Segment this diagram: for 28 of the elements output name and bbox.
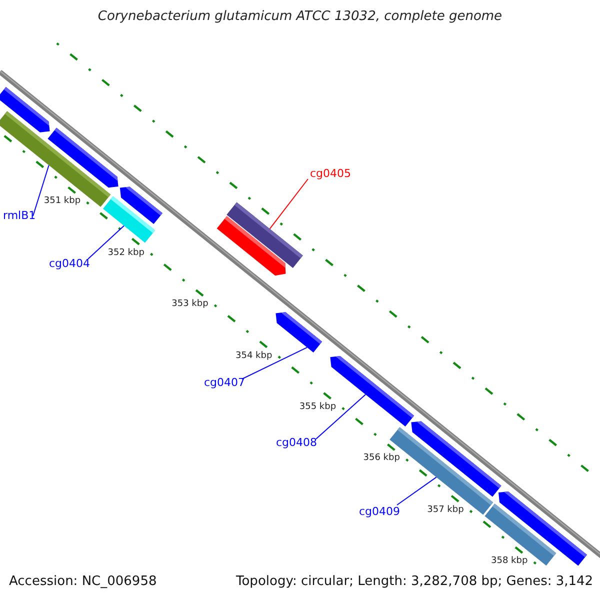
genome-info-text: Topology: circular; Length: 3,282,708 bp; Genes: 3,142 — [236, 574, 594, 590]
gene-label: cg0409 — [359, 505, 400, 518]
scale-label: 358 kbp — [491, 556, 528, 568]
scale-label: 352 kbp — [108, 248, 144, 259]
gene-label: cg0405 — [310, 167, 352, 180]
gene-feature — [276, 312, 322, 352]
gene-feature — [48, 128, 118, 188]
gene-label: rmlB1 — [3, 209, 36, 222]
leader-line — [88, 225, 124, 260]
leader-line — [316, 394, 366, 440]
scale-label: 355 kbp — [299, 402, 336, 413]
gene-feature — [120, 186, 162, 224]
accession-text: Accession: NC_006958 — [9, 574, 157, 590]
gene-label: cg0404 — [49, 257, 90, 270]
scale-label: 351 kbp — [44, 196, 81, 208]
leader-line — [242, 346, 308, 380]
map-title: Corynebacterium glutamicum ATCC 13032, complete genome — [96, 9, 504, 25]
scale-label: 357 kbp — [427, 504, 464, 516]
gene-label: cg0407 — [204, 376, 246, 390]
scale-label: 354 kbp — [236, 350, 272, 362]
scale-label: 353 kbp — [172, 299, 208, 310]
leader-line — [396, 476, 437, 506]
gene-feature — [216, 216, 286, 276]
scale-label: 356 kbp — [363, 453, 400, 464]
gene-feature — [411, 421, 502, 497]
leader-line — [269, 178, 308, 230]
gene-label: cg0408 — [276, 436, 318, 450]
leader-line — [32, 164, 50, 216]
